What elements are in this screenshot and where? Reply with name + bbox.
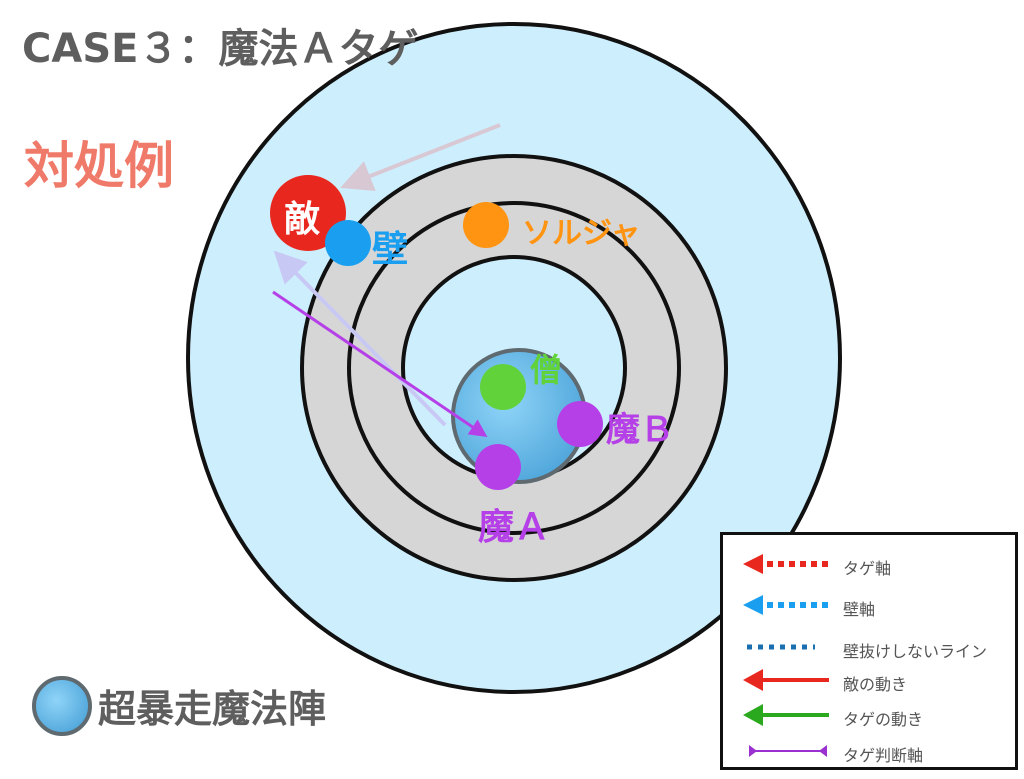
mage-a-unit [475,444,521,490]
magic-circle-label: 超暴走魔法陣 [98,687,327,731]
priest-label: 僧 [530,351,563,389]
wall-label: 壁 [372,229,409,270]
legend-item-target-judge: タゲ判断軸 [843,746,924,765]
mage-b-unit [557,401,603,447]
enemy-move-arrow [340,123,501,192]
enemy-move-icon [743,669,763,691]
legend-symbols [743,554,831,757]
magic-circle-legend-icon [32,676,92,736]
target-judge-axis-icon [749,745,827,757]
target-axis-icon [743,554,763,574]
legend-item-enemy-move: 敵の動き [843,675,908,694]
legend-item-target-move: タゲの動き [843,710,924,729]
target-move-icon [743,704,763,726]
soldier-unit [463,202,509,248]
page-title: CASE３：魔法Ａタゲ [22,26,419,72]
wall-axis-icon [743,595,763,615]
wall-axis-arrow [273,250,447,427]
legend: タゲ軸 壁軸 壁抜けしないライン 敵の動き タゲの動き タゲ判断軸 [720,532,1018,770]
priest-unit [480,364,526,410]
legend-item-no-wall-pass: 壁抜けしないライン [843,642,988,661]
legend-item-target-axis: タゲ軸 [843,559,892,578]
enemy-label: 敵 [284,199,321,240]
mage-a-label: 魔Ａ [478,507,551,548]
legend-item-wall-axis: 壁軸 [843,600,876,619]
target-judge-arrow [272,290,488,438]
wall-unit [325,220,371,266]
enemy-unit [270,175,346,251]
subtitle: 対処例 [24,137,174,195]
soldier-label: ソルジャ [522,216,641,251]
mage-b-label: 魔Ｂ [606,410,674,450]
